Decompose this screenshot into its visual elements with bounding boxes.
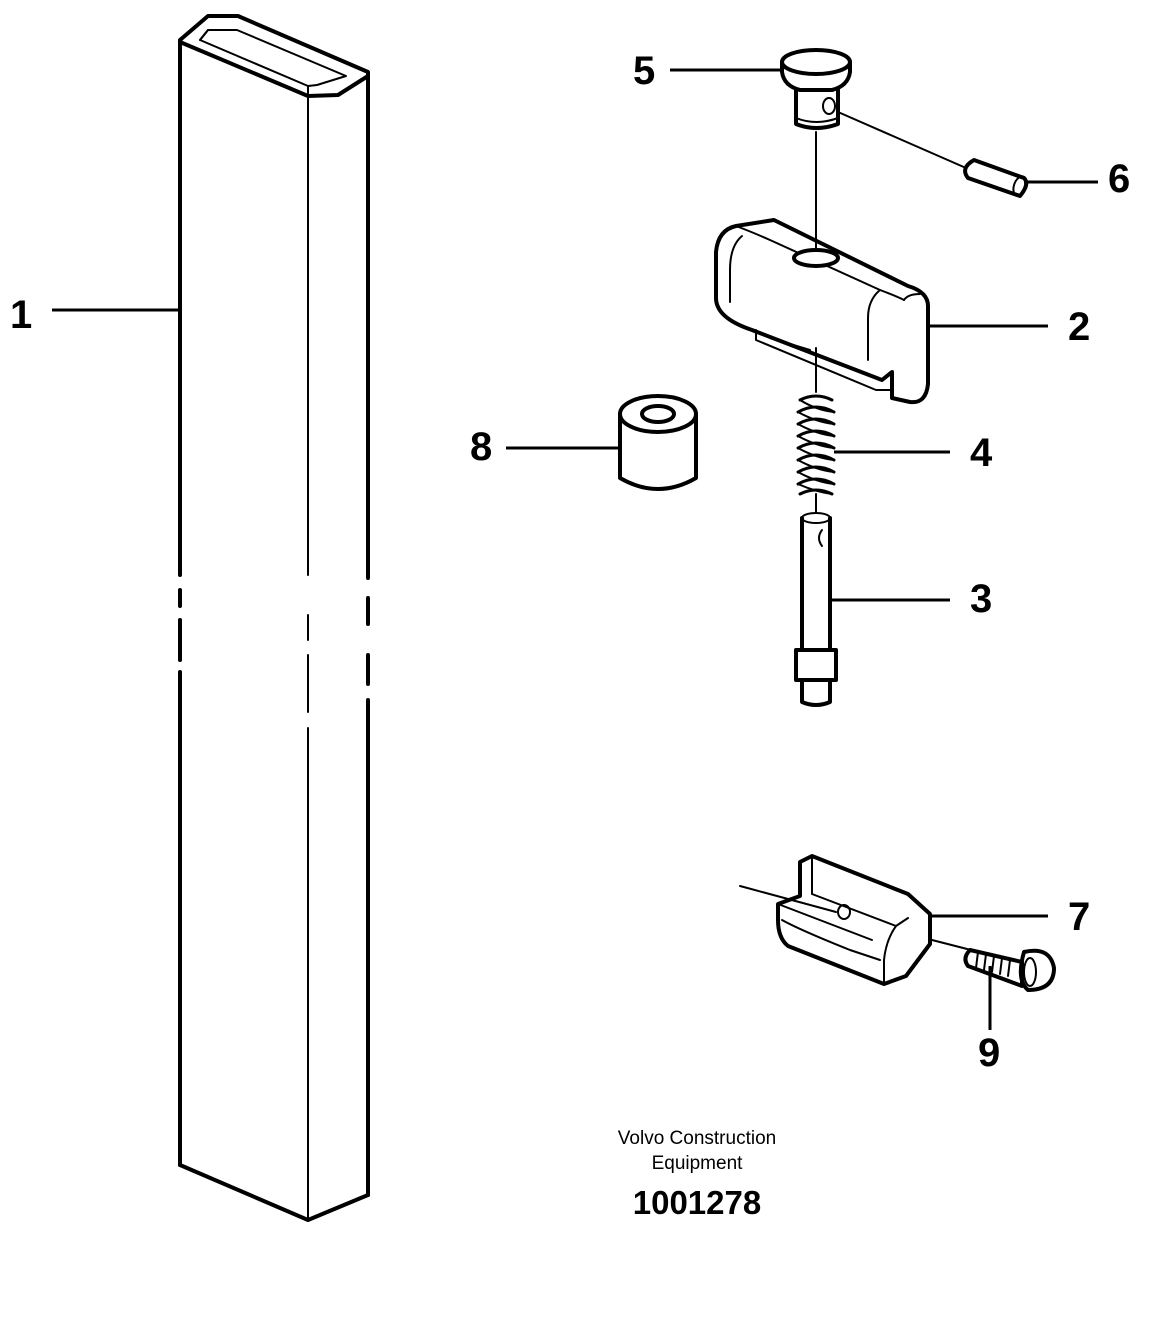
callout-1: 1 — [10, 293, 32, 337]
part-8-bushing — [618, 394, 698, 491]
caption-line-1: Volvo Construction — [618, 1128, 776, 1149]
part-7-catch-block — [739, 854, 932, 986]
part-1-square-tube — [178, 14, 370, 1222]
leader-lines — [52, 68, 1098, 1030]
callout-numbers: 1 2 3 4 5 6 7 8 9 — [10, 49, 1130, 1075]
caption-line-2: Equipment — [652, 1153, 744, 1174]
callout-4: 4 — [970, 431, 993, 475]
caption-block: Volvo Construction Equipment 1001278 — [618, 1128, 776, 1221]
callout-3: 3 — [970, 577, 992, 621]
callout-6: 6 — [1108, 157, 1130, 201]
part-3-plunger — [794, 512, 838, 707]
part-9-screw — [931, 939, 1056, 992]
part-5-knob — [780, 48, 852, 130]
part-2-latch-housing — [714, 218, 930, 405]
callout-5: 5 — [633, 49, 655, 93]
document-number: 1001278 — [633, 1184, 761, 1221]
part-6-pin — [837, 111, 1029, 198]
callout-8: 8 — [470, 425, 492, 469]
callout-7: 7 — [1068, 895, 1090, 939]
callout-9: 9 — [978, 1031, 1000, 1075]
callout-2: 2 — [1068, 305, 1090, 349]
part-4-spring — [796, 394, 836, 515]
